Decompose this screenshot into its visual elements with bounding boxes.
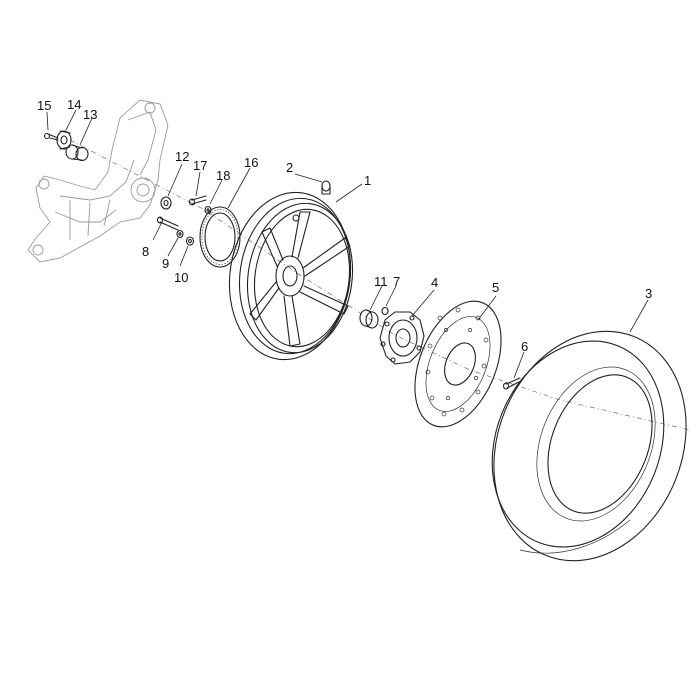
callout-8: 8 [142, 244, 149, 259]
bush-11 [359, 309, 379, 329]
washer-9 [176, 229, 184, 239]
callout-6: 6 [521, 339, 528, 354]
callout-14: 14 [67, 97, 81, 112]
screw-6 [502, 377, 522, 390]
callout-15: 15 [37, 98, 51, 113]
callout-13: 13 [83, 107, 97, 122]
callout-9: 9 [162, 256, 169, 271]
callout-2: 2 [286, 160, 293, 175]
callout-16: 16 [244, 155, 258, 170]
castle-nut [56, 130, 72, 150]
washer-10 [185, 236, 195, 246]
leader-lines [46, 109, 649, 379]
tyre [491, 330, 687, 562]
wheel-rim [228, 191, 354, 361]
callout-labels: 15 14 13 12 17 18 16 2 1 8 9 10 11 7 4 5… [37, 97, 652, 354]
screw-8 [156, 216, 179, 231]
callout-10: 10 [174, 270, 188, 285]
callout-4: 4 [431, 275, 438, 290]
washer-7 [381, 306, 389, 316]
abs-tone-ring [199, 206, 241, 268]
bush [160, 196, 172, 210]
split-pin [43, 132, 59, 141]
callout-5: 5 [492, 280, 499, 295]
swing-arm-bracket [27, 99, 169, 263]
callout-18: 18 [216, 168, 230, 183]
brake-disc [414, 300, 502, 428]
callout-12: 12 [175, 149, 189, 164]
callout-3: 3 [645, 286, 652, 301]
callout-11: 11 [374, 274, 388, 289]
callout-1: 1 [364, 173, 371, 188]
screw-17 [188, 195, 207, 206]
callout-7: 7 [393, 274, 400, 289]
spacer-bush [65, 144, 89, 162]
tyre-valve [321, 180, 331, 195]
callout-17: 17 [193, 158, 207, 173]
